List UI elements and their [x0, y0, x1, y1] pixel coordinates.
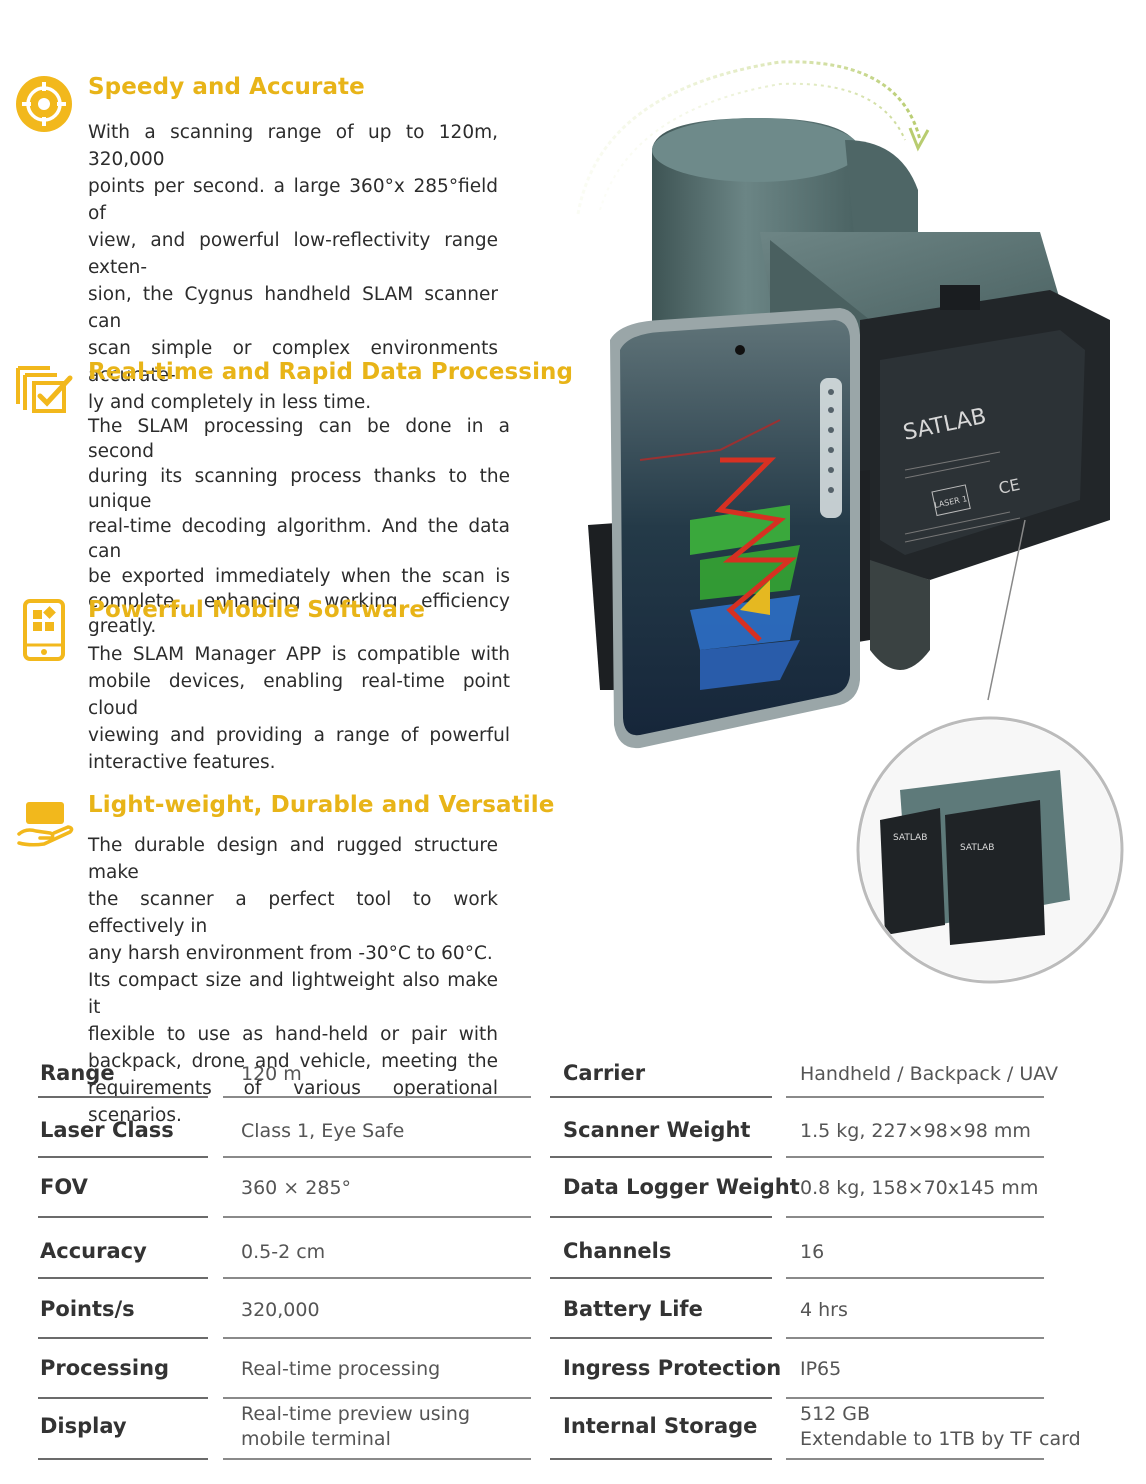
row-divider	[786, 1397, 1044, 1399]
row-divider	[550, 1156, 772, 1158]
feature-title: Speedy and Accurate	[88, 74, 365, 100]
svg-text:SATLAB: SATLAB	[960, 843, 994, 853]
row-divider	[786, 1156, 1044, 1158]
row-divider	[550, 1277, 772, 1279]
feature-title: Light-weight, Durable and Versatile	[88, 792, 555, 818]
row-divider	[786, 1216, 1044, 1218]
row-divider	[38, 1156, 208, 1158]
spec-value-line2: Extendable to 1TB by TF card	[800, 1428, 1081, 1450]
ce-mark: CE	[997, 475, 1022, 498]
spec-label: Points/s	[40, 1297, 135, 1321]
spec-value: 512 GB	[800, 1403, 871, 1425]
hand-holding-icon	[17, 802, 74, 847]
spec-label: Display	[40, 1414, 127, 1438]
spec-label: Scanner Weight	[563, 1118, 751, 1142]
row-divider	[550, 1216, 772, 1218]
spec-label: Processing	[40, 1356, 170, 1380]
spec-label: FOV	[40, 1175, 88, 1199]
spec-value: 360 × 285°	[241, 1177, 352, 1199]
spec-value-line2: mobile terminal	[241, 1428, 391, 1450]
spec-label: Range	[40, 1061, 115, 1085]
row-divider	[223, 1277, 531, 1279]
row-divider	[223, 1156, 531, 1158]
feature-body: The SLAM processing can be done in a sec…	[88, 416, 510, 637]
spec-value: Real-time preview using	[241, 1403, 471, 1425]
spec-value: 320,000	[241, 1299, 320, 1321]
spec-value: Class 1, Eye Safe	[241, 1120, 405, 1142]
spec-label: Ingress Protection	[563, 1356, 782, 1380]
row-divider	[550, 1096, 772, 1098]
row-divider	[38, 1096, 208, 1098]
spec-label: Carrier	[563, 1061, 646, 1085]
feature-body: The SLAM Manager APP is compatible with …	[88, 644, 510, 773]
row-divider	[786, 1458, 1044, 1460]
row-divider	[786, 1277, 1044, 1279]
spec-value: Handheld / Backpack / UAV	[800, 1063, 1059, 1085]
feature-title: Powerful Mobile Software	[88, 597, 426, 623]
mobile-app-icon	[23, 599, 65, 661]
layered-check-icon	[16, 366, 73, 413]
row-divider	[38, 1216, 208, 1218]
spec-value: Real-time processing	[241, 1358, 441, 1380]
spec-value: 1.5 kg, 227×98×98 mm	[800, 1120, 1031, 1142]
feature-title: Real-time and Rapid Data Processing	[88, 359, 574, 385]
spec-label: Laser Class	[40, 1118, 174, 1142]
row-divider	[550, 1397, 772, 1399]
row-divider	[223, 1458, 531, 1460]
row-divider	[38, 1458, 208, 1460]
spec-value: 16	[800, 1241, 825, 1263]
row-divider	[223, 1216, 531, 1218]
row-divider	[38, 1277, 208, 1279]
target-icon	[16, 76, 72, 132]
spec-label: Battery Life	[563, 1297, 703, 1321]
row-divider	[550, 1337, 772, 1339]
spec-label: Internal Storage	[563, 1414, 758, 1438]
slam-scanner-image: SATLAB LASER 1 CE SATLAB	[576, 60, 1124, 984]
row-divider	[223, 1096, 531, 1098]
spec-value: 120 m	[241, 1063, 302, 1085]
row-divider	[786, 1096, 1044, 1098]
feature-body: The durable design and rugged structure …	[88, 835, 498, 1126]
row-divider	[223, 1337, 531, 1339]
spec-value: 4 hrs	[800, 1299, 848, 1321]
row-divider	[550, 1458, 772, 1460]
row-divider	[38, 1337, 208, 1339]
spec-value: IP65	[800, 1358, 842, 1380]
spec-label: Accuracy	[40, 1239, 147, 1263]
spec-label: Channels	[563, 1239, 672, 1263]
spec-label: Data Logger Weight	[563, 1175, 800, 1199]
svg-text:SATLAB: SATLAB	[893, 833, 927, 843]
feature-body: With a scanning range of up to 120m, 320…	[88, 122, 498, 413]
row-divider	[38, 1397, 208, 1399]
row-divider	[786, 1337, 1044, 1339]
row-divider	[223, 1397, 531, 1399]
spec-value: 0.8 kg, 158×70x145 mm	[800, 1177, 1039, 1199]
spec-value: 0.5-2 cm	[241, 1241, 326, 1263]
